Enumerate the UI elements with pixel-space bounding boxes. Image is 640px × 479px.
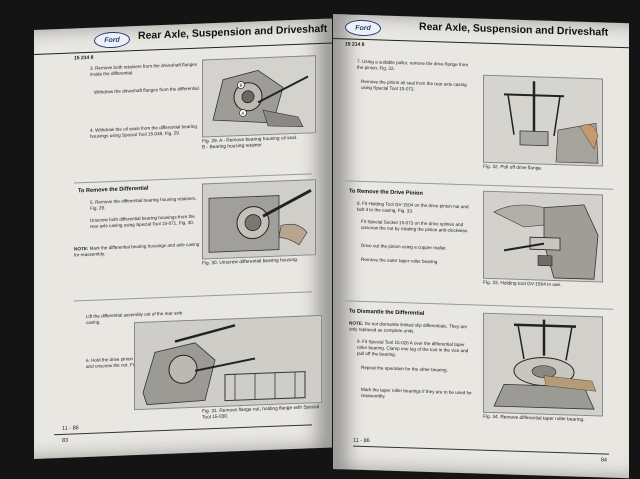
fig34-caption: Fig. 34. Remove differential taper rolle… — [483, 414, 585, 423]
figure-31 — [134, 314, 322, 411]
left-header-title: Rear Axle, Suspension and Driveshaft — [138, 22, 328, 43]
ford-logo: Ford — [345, 19, 381, 37]
figure-30 — [202, 179, 316, 260]
figure-34 — [483, 312, 603, 417]
left-code: 15 214 8 — [74, 54, 94, 62]
fig29-label-a: A — [241, 111, 244, 116]
right-note-label: NOTE: — [349, 320, 364, 326]
right-footer: 11 - 86 84 — [333, 435, 629, 478]
left-footer: 11 - 86 83 — [34, 414, 332, 459]
figure-29-drawing: B A — [203, 56, 315, 137]
left-step-4: 4. Withdraw the oil seals from the diffe… — [90, 123, 197, 139]
right-header-title: Rear Axle, Suspension and Driveshaft — [419, 20, 609, 39]
right-page-number: 84 — [600, 457, 607, 464]
left-step-withdraw: Withdraw the driveshaft flanges from the… — [94, 85, 200, 95]
left-step-unscrew: Unscrew both differential bearing housin… — [90, 213, 195, 229]
left-footer-line — [54, 424, 312, 436]
figure-33 — [483, 190, 603, 283]
ford-logo: Ford — [94, 31, 130, 49]
right-step-8: 8. Fit Holding Tool GV-1504 on the drive… — [357, 200, 469, 214]
right-step-mark-bearings: Mark the taper roller bearings if they a… — [361, 386, 472, 399]
right-step-fit-socket: Fit Special Socket 15-073 on the drive s… — [361, 218, 469, 234]
right-code: 15 214 8 — [345, 41, 365, 48]
figure-29: B A — [202, 55, 316, 138]
right-step-9: 9. Fit Special Tool 15-026 A over the di… — [357, 338, 469, 357]
right-page: Ford Rear Axle, Suspension and Driveshaf… — [333, 14, 629, 479]
right-step-drive-out: Drive out the pinion using a copper mall… — [361, 242, 447, 251]
right-note-text: Do not dismantle limited slip differenti… — [349, 320, 468, 334]
left-note: NOTE: Mark the differential bearing hous… — [74, 242, 200, 259]
fig29-label-b: B — [240, 83, 243, 88]
right-step-7: 7. Using a suitable puller, remove the d… — [357, 58, 469, 71]
right-page-code: 11 - 86 — [353, 437, 370, 445]
left-divider-2 — [74, 291, 312, 302]
figure-32-drawing — [484, 75, 602, 166]
section-dismantle-differential: To Dismantle the Differential — [349, 308, 425, 317]
right-page-header: Ford Rear Axle, Suspension and Driveshaf… — [333, 14, 629, 49]
fig29-caption: Fig. 29. A - Remove bearing housing oil … — [202, 135, 298, 151]
left-note-text: Mark the differential bearing housings a… — [74, 241, 200, 258]
right-step-remove-seal: Remove the pinion oil seal from the rear… — [361, 78, 467, 92]
right-footer-line — [353, 445, 609, 455]
left-step-3: 3. Remove both retainers from the drives… — [90, 61, 197, 77]
figure-32 — [483, 74, 603, 167]
figure-33-drawing — [484, 191, 602, 282]
figure-31-drawing — [135, 315, 321, 410]
right-step-outer-bearing: Remove the outer taper roller bearing. — [361, 256, 439, 265]
fig32-caption: Fig. 32. Pull off drive flange. — [483, 164, 543, 172]
fig33-caption: Fig. 33. Holding tool GV-1504 in use. — [483, 280, 562, 289]
figure-34-drawing — [484, 313, 602, 416]
left-step-5: 5. Remove the differential bearing housi… — [90, 195, 197, 211]
right-divider-1 — [345, 180, 613, 190]
right-divider-2 — [345, 300, 613, 310]
section-remove-differential: To Remove the Differential — [78, 185, 149, 195]
section-remove-drive-pinion: To Remove the Drive Pinion — [349, 188, 423, 197]
left-page-number: 83 — [62, 437, 69, 444]
left-page-header: Ford Rear Axle, Suspension and Driveshaf… — [34, 18, 332, 55]
right-step-repeat: Repeat the operation for the other beari… — [361, 364, 448, 373]
left-note-label: NOTE: — [74, 245, 89, 252]
left-page: Ford Rear Axle, Suspension and Driveshaf… — [34, 18, 332, 459]
left-page-code: 11 - 86 — [62, 425, 79, 432]
figure-30-drawing — [203, 180, 315, 259]
right-note: NOTE: Do not dismantle limited slip diff… — [349, 321, 475, 337]
